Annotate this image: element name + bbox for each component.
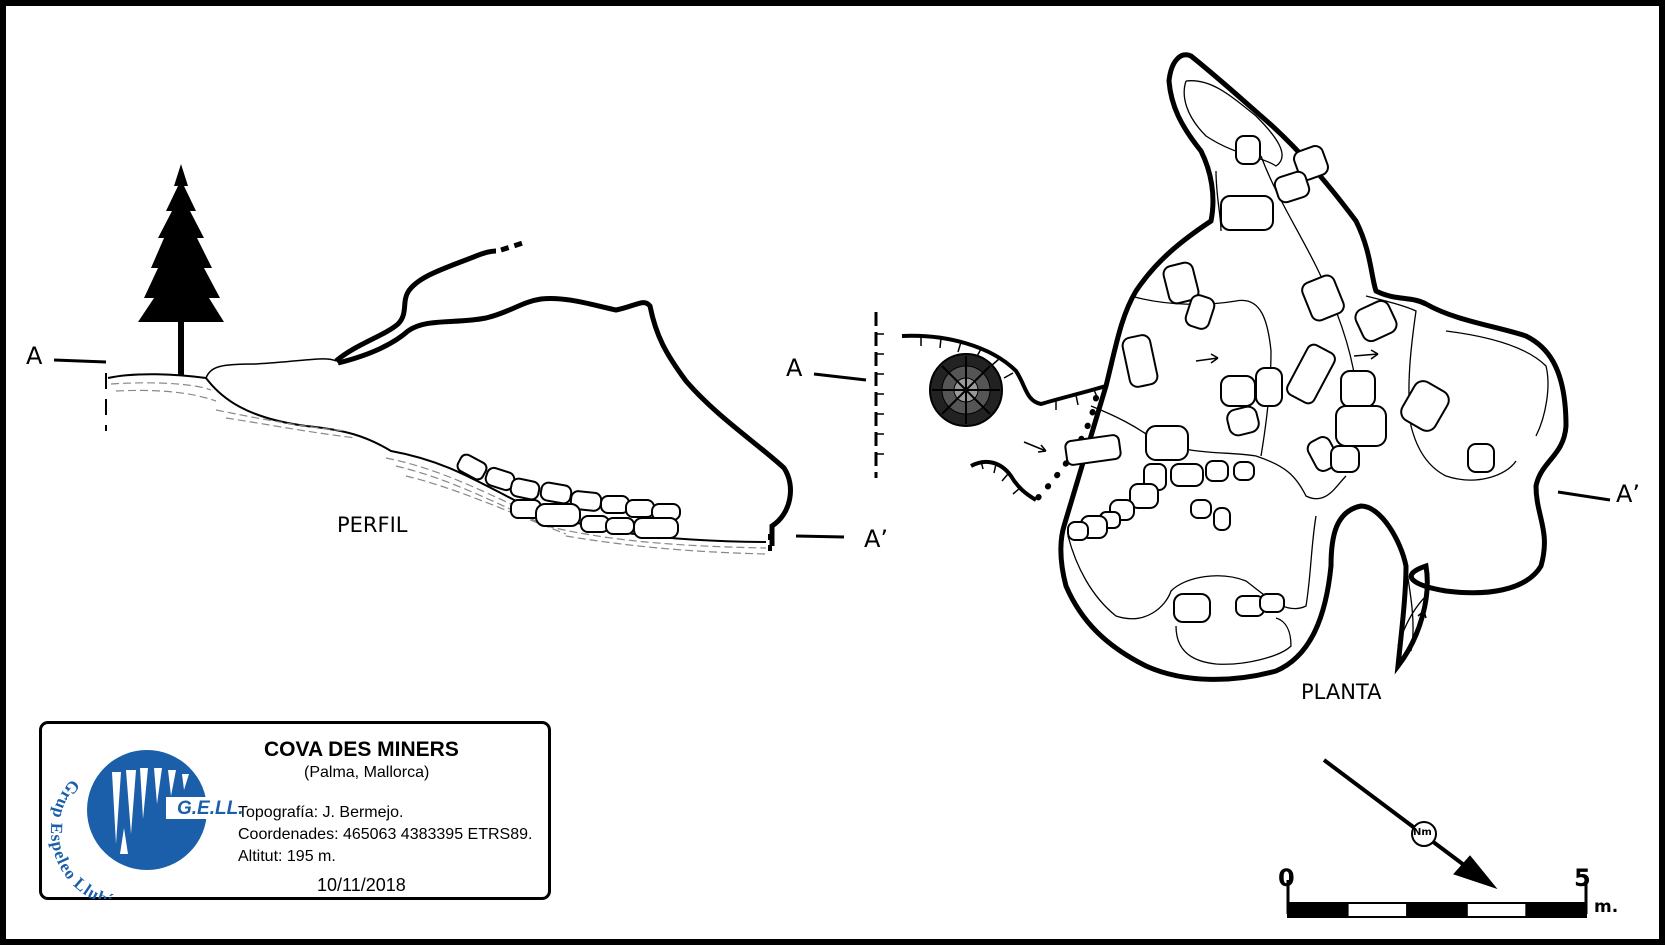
- scale-unit-label: m.: [1594, 897, 1619, 917]
- plan-view-label: PLANTA: [1301, 680, 1382, 704]
- plan-section-ticks: [876, 333, 884, 455]
- profile-entrance-ledge: [205, 358, 337, 379]
- profile-outer-wall-dashed: [500, 239, 527, 253]
- profile-drawing: [53, 164, 845, 555]
- plan-drip-line: [1033, 395, 1099, 503]
- profile-sediment: [110, 382, 767, 555]
- plan-flow-arrows: [1023, 349, 1427, 637]
- plan-doline-rim: [901, 333, 1107, 407]
- plan-drawing: [813, 52, 1611, 682]
- info-box: Grup Espeleo Llubí G.E.LL. COVA DES MINE…: [39, 721, 551, 900]
- plan-section-line-a: [813, 372, 867, 382]
- survey-date: 10/11/2018: [317, 875, 406, 895]
- flow-arrow-icon: [1195, 353, 1219, 364]
- plan-section-label-a: A: [786, 354, 803, 382]
- flow-arrow-icon: [1023, 441, 1047, 453]
- profile-section-label-a: A: [26, 342, 43, 370]
- north-arrow-icon: [1322, 758, 1498, 890]
- altitude: Altitut: 195 m.: [238, 848, 336, 865]
- scale-start-label: 0: [1278, 864, 1295, 892]
- scale-bar-segment: [1525, 902, 1588, 918]
- profile-boulders: [456, 453, 681, 539]
- profile-section-label-a-prime: A’: [864, 525, 889, 553]
- scale-bar-segment: [1287, 902, 1349, 918]
- flow-arrow-icon: [1413, 610, 1427, 637]
- scale-bar-segment: [1406, 902, 1468, 918]
- tree-crown-icon: [929, 353, 1003, 427]
- plan-boulders: [1064, 135, 1495, 623]
- coordinates: Coordenades: 465063 4383395 ETRS89.: [238, 826, 533, 843]
- cave-location: (Palma, Mallorca): [304, 764, 430, 781]
- plan-doline-lower-rim: [970, 459, 1038, 502]
- plan-doline-hachures: [920, 337, 1099, 410]
- scale-bar-segment: [1346, 902, 1409, 918]
- plan-section-line-a-prime: [1557, 490, 1611, 502]
- profile-cave-roof: [337, 295, 793, 546]
- pine-tree-icon: [138, 164, 224, 376]
- cave-title: COVA DES MINERS: [264, 738, 459, 761]
- survey-sheet: A A’ PERFIL A A’ PLANTA Nm 0 5 m. Grup E…: [6, 6, 1659, 939]
- scale-end-label: 5: [1574, 864, 1591, 892]
- plan-section-label-a-prime: A’: [1616, 480, 1641, 508]
- profile-outer-wall: [334, 248, 497, 363]
- gell-logo: Grup Espeleo Llubí: [47, 750, 222, 899]
- profile-view-label: PERFIL: [337, 513, 408, 537]
- logo-text: G.E.LL.: [177, 798, 244, 819]
- stalactite-icon: [112, 768, 189, 854]
- profile-section-line-a-prime: [795, 534, 845, 539]
- scale-bar-segment: [1465, 902, 1528, 918]
- profile-section-line-a: [53, 358, 107, 364]
- topography-credit: Topografía: J. Bermejo.: [238, 804, 404, 821]
- flow-arrow-icon: [1353, 349, 1379, 360]
- plan-doline-lower-hachures: [980, 460, 1021, 495]
- scale-bar: [1286, 880, 1588, 918]
- north-arrow-label: Nm: [1413, 827, 1432, 838]
